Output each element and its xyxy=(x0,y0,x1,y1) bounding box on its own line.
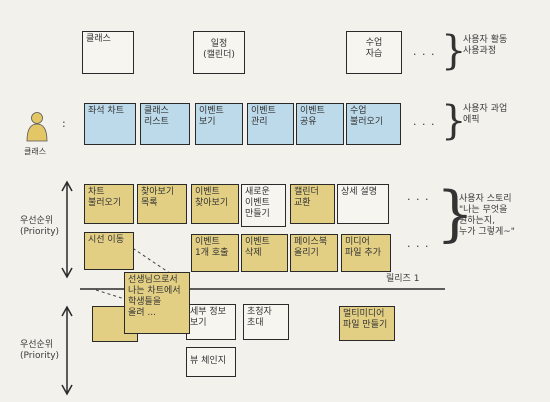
tasks-brace: } xyxy=(441,98,467,144)
user-figure-icon xyxy=(26,112,48,142)
stories-ellipsis-1: · · · xyxy=(407,193,430,206)
stories-ellipsis-2: · · · xyxy=(407,240,430,253)
story-card: 찾아보기 목록 xyxy=(137,184,187,224)
priority-arrow-2-down-head xyxy=(61,384,73,396)
story-card: 초청자 초대 xyxy=(243,304,289,340)
priority-arrow-1-up-head xyxy=(61,180,73,192)
task-card: 이벤트 공유 xyxy=(296,103,344,145)
activity-card: 일정 (캘린더) xyxy=(193,31,245,74)
activities-label: 사용자 활동 사용과정 xyxy=(463,35,508,56)
task-card: 이벤트 관리 xyxy=(247,103,294,145)
story-card: 이벤트 삭제 xyxy=(241,234,288,272)
priority-label-2: 우선순위 (Priority) xyxy=(20,340,60,361)
release-label: 릴리즈 1 xyxy=(386,274,420,284)
story-card: 미디어 파일 추가 xyxy=(341,234,391,272)
stories-label: 사용자 스토리 "나는 무엇을 원하는지, 누가 그렇게~" xyxy=(459,194,515,237)
priority-label-1: 우선순위 (Priority) xyxy=(20,216,60,237)
story-card: 차트 불러오기 xyxy=(84,184,134,224)
popup-connector-1 xyxy=(127,244,181,281)
tasks-ellipsis: · · · xyxy=(413,118,436,131)
activity-card: 클래스 xyxy=(82,31,134,74)
story-card: 뷰 체인지 xyxy=(186,347,236,377)
tasks-colon: : xyxy=(62,117,66,130)
user-label: 클래스 xyxy=(24,147,47,156)
priority-arrow-2-up-head xyxy=(61,305,73,317)
story-card: 시선 이동 xyxy=(84,232,134,270)
task-card: 이벤트 보기 xyxy=(195,103,243,145)
task-card: 클래스 리스트 xyxy=(140,103,190,145)
activities-ellipsis: · · · xyxy=(413,48,436,61)
story-card: 상세 설명 xyxy=(337,184,389,224)
task-card: 수업 불러오기 xyxy=(346,103,401,145)
story-card: 캘린더 교환 xyxy=(290,184,335,224)
tasks-label: 사용자 과업 에픽 xyxy=(463,104,508,125)
priority-arrow-1-down-head xyxy=(61,267,73,279)
task-card: 좌석 차트 xyxy=(84,103,136,145)
story-card: 멀티미디어 파일 만들기 xyxy=(339,306,395,341)
story-card: 세부 정보 보기 xyxy=(186,304,236,340)
story-popup-card: 선생님으로서 나는 차트에서 학생들을 올려 ... xyxy=(124,272,190,334)
story-card: 이벤트 1개 호출 xyxy=(191,234,239,272)
story-card: 이벤트 찾아보기 xyxy=(191,184,239,224)
activity-card: 수업 자습 xyxy=(346,31,402,74)
stories-brace: } xyxy=(436,179,475,249)
story-card: 새로운 이벤트 만들기 xyxy=(241,184,286,227)
story-card: 페이스북 올리기 xyxy=(290,234,338,272)
activities-brace: } xyxy=(441,28,467,74)
